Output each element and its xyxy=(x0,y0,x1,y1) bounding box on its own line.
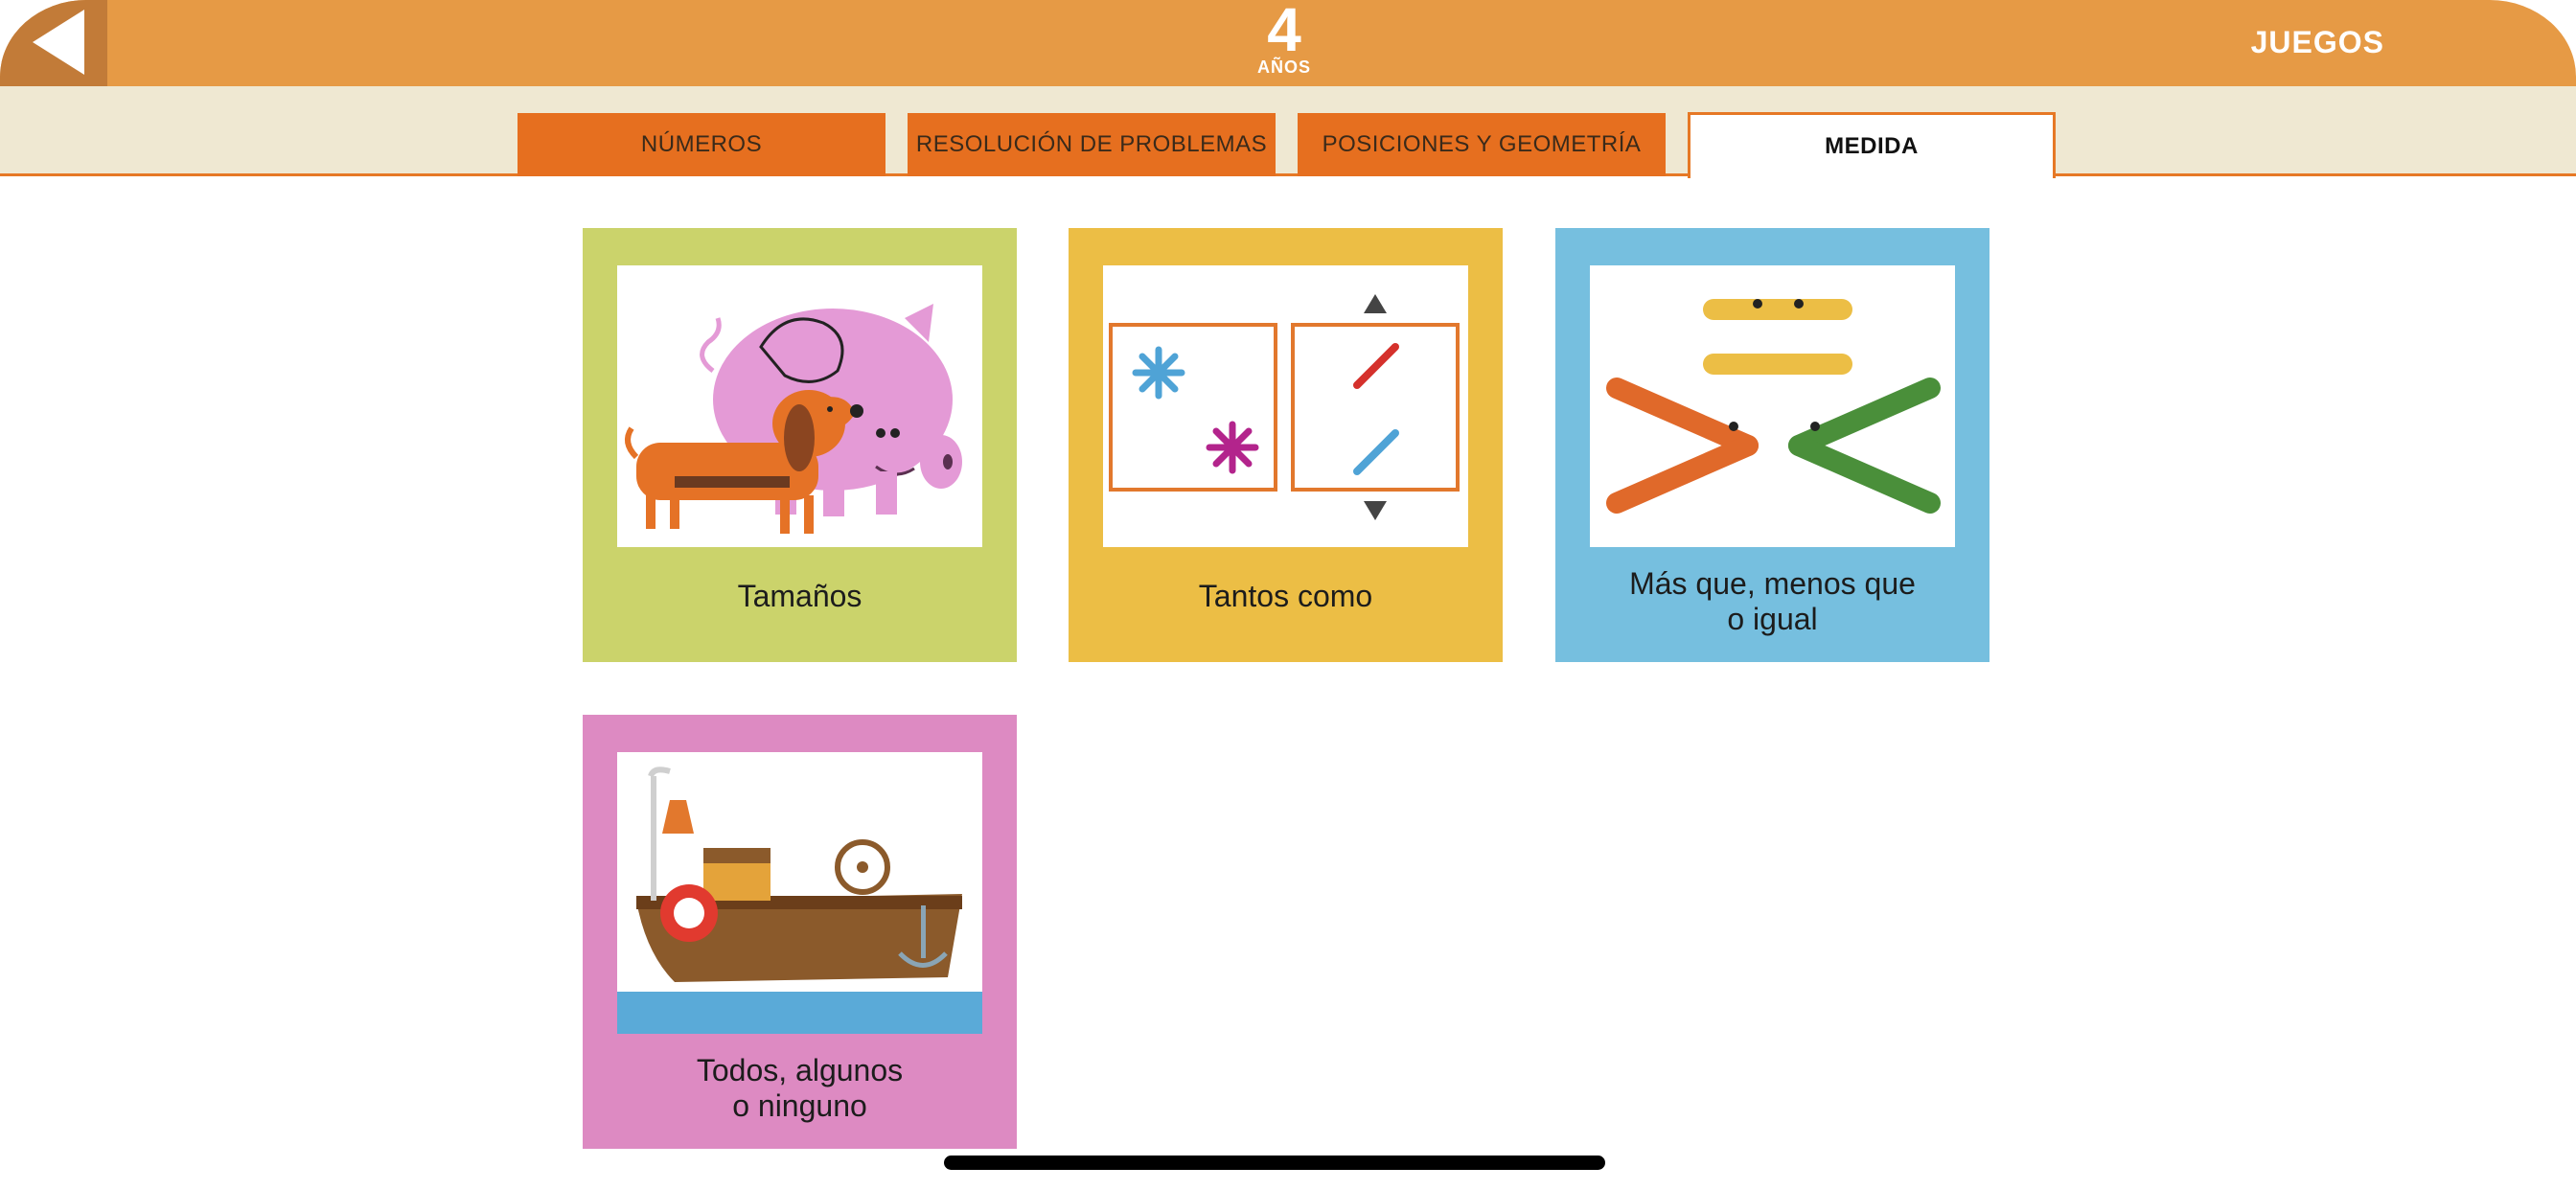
card-todos-algunos[interactable]: Todos, algunos o ninguno xyxy=(583,715,1017,1149)
card-mas-que-menos-que[interactable]: Más que, menos que o igual xyxy=(1555,228,1990,662)
pig-and-dog-illustration xyxy=(617,265,982,547)
boat-illustration xyxy=(617,752,982,1034)
back-button[interactable] xyxy=(0,0,107,86)
card-label-line2: o ninguno xyxy=(732,1088,867,1123)
age-number: 4 xyxy=(1267,0,1301,64)
tab-resolucion-de-problemas[interactable]: RESOLUCIÓN DE PROBLEMAS xyxy=(908,113,1276,176)
card-tamanos[interactable]: Tamaños xyxy=(583,228,1017,662)
age-unit: AÑOS xyxy=(1256,57,1311,77)
tab-posiciones-y-geometria[interactable]: POSICIONES Y GEOMETRÍA xyxy=(1298,113,1666,176)
card-label: Tamaños xyxy=(737,579,862,613)
top-bar: 4 AÑOS JUEGOS xyxy=(0,0,2576,86)
card-label-line1: Más que, menos que xyxy=(1629,566,1916,601)
crocodile-comparison-illustration xyxy=(1590,265,1955,547)
card-tantos-como[interactable]: Tantos como xyxy=(1069,228,1503,662)
card-label-line2: o igual xyxy=(1727,602,1818,636)
back-arrow-icon xyxy=(33,10,84,75)
tab-medida[interactable]: MEDIDA xyxy=(1688,112,2056,178)
age-indicator: 4 AÑOS xyxy=(1236,0,1332,78)
tab-numeros[interactable]: NÚMEROS xyxy=(518,113,886,176)
flowers-and-pencils-illustration xyxy=(1103,265,1468,547)
games-link[interactable]: JUEGOS xyxy=(2250,25,2384,59)
card-label-line1: Todos, algunos xyxy=(696,1053,904,1087)
card-label: Tantos como xyxy=(1198,579,1373,613)
home-indicator[interactable] xyxy=(944,1156,1605,1170)
tab-bar: NÚMEROS RESOLUCIÓN DE PROBLEMAS POSICION… xyxy=(0,86,2576,178)
